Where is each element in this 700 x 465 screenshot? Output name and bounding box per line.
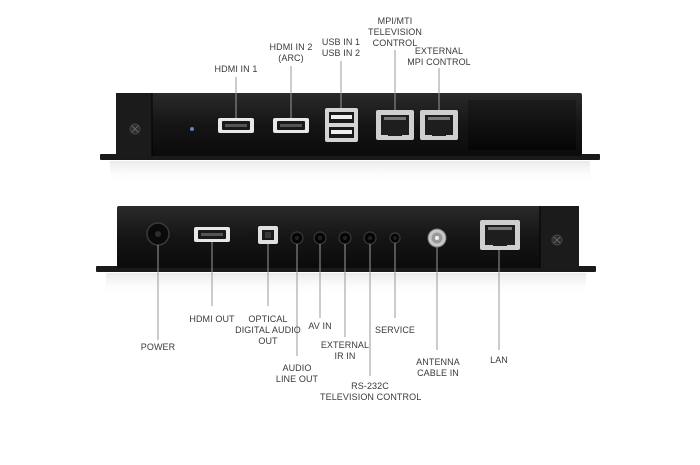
label-external-ir: EXTERNAL IR IN (320, 340, 370, 361)
label-mpi-mti: MPI/MTI TELEVISION CONTROL (367, 16, 422, 48)
rs232c-jack-icon (363, 231, 377, 245)
label-lan: LAN (490, 355, 508, 365)
hdmi-in-2-port-icon (273, 118, 309, 133)
bottom-reflection (106, 273, 586, 295)
av-in-jack-icon (313, 231, 327, 245)
label-service: SERVICE (374, 325, 416, 335)
leader-lines (157, 50, 500, 376)
external-mpi-port-icon (420, 110, 458, 140)
external-ir-jack-icon (338, 231, 352, 245)
top-reflection (110, 161, 590, 183)
mpi-mti-port-icon (376, 110, 414, 140)
label-power: POWER (140, 342, 176, 352)
lan-port-icon (480, 220, 520, 250)
service-jack-icon (389, 232, 401, 244)
label-av-in: AV IN (308, 321, 332, 331)
antenna-connector-icon (427, 228, 447, 248)
label-usb: USB IN 1 USB IN 2 (321, 37, 361, 58)
bottom-screw-icon (551, 234, 563, 246)
audio-line-out-jack-icon (290, 231, 304, 245)
label-external-mpi: EXTERNAL MPI CONTROL (407, 46, 471, 67)
hdmi-in-1-port-icon (218, 118, 254, 133)
label-hdmi-in-2: HDMI IN 2 (ARC) (269, 42, 313, 63)
label-audio-line-out: AUDIO LINE OUT (275, 363, 319, 384)
label-hdmi-out: HDMI OUT (189, 314, 235, 324)
top-vent-panel (468, 100, 576, 150)
top-device (100, 93, 600, 183)
label-hdmi-in-1: HDMI IN 1 (214, 64, 258, 74)
usb-ports-icon (325, 108, 358, 142)
power-jack-icon (146, 222, 170, 246)
label-antenna: ANTENNA CABLE IN (416, 357, 460, 378)
top-screw-icon (129, 123, 141, 135)
hdmi-out-port-icon (194, 227, 230, 242)
status-led-icon (190, 127, 194, 131)
optical-port-icon (258, 226, 278, 244)
label-optical: OPTICAL DIGITAL AUDIO OUT (235, 314, 301, 346)
bottom-device (96, 206, 596, 295)
label-rs232c: RS-232C TELEVISION CONTROL (320, 381, 422, 402)
